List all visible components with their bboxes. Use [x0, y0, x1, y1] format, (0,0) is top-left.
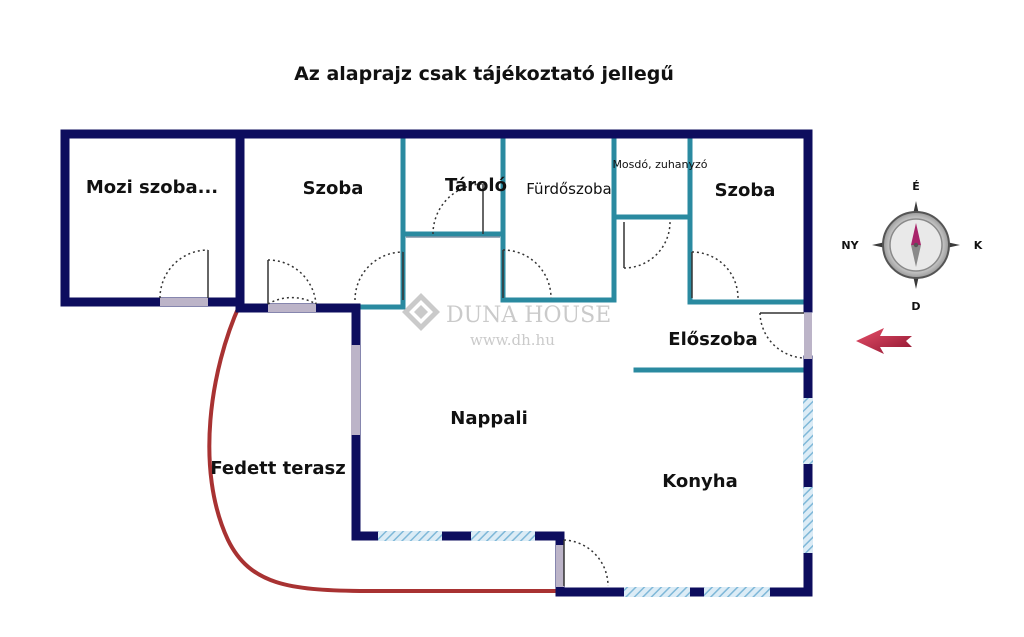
room-label-konyha: Konyha — [662, 471, 738, 492]
compass-north-label: É — [912, 180, 920, 193]
terrace-outline — [207, 302, 562, 593]
room-label-mosdo: Mosdó, zuhanyzó — [612, 158, 707, 171]
plan-title: Az alaprajz csak tájékoztató jellegű — [294, 63, 674, 85]
compass-east-label: K — [974, 239, 983, 252]
watermark-url: www.dh.hu — [470, 331, 555, 349]
compass-icon — [872, 201, 960, 289]
outer-walls — [60, 129, 813, 597]
room-label-szoba1: Szoba — [303, 178, 364, 199]
room-label-szoba2: Szoba — [715, 180, 776, 201]
door-openings — [160, 298, 812, 587]
room-label-terasz: Fedett terasz — [210, 458, 345, 479]
room-label-nappali: Nappali — [450, 408, 527, 429]
door-swings — [159, 183, 805, 587]
entrance-arrow-icon — [856, 328, 912, 354]
windows — [378, 398, 813, 597]
room-label-furdoszoba: Fürdőszoba — [526, 180, 612, 198]
compass-south-label: D — [911, 300, 920, 313]
watermark: DUNA HOUSE www.dh.hu — [402, 293, 611, 349]
room-label-mozi: Mozi szoba... — [86, 177, 218, 198]
duna-house-logo-icon — [402, 293, 440, 331]
room-label-eloszoba: Előszoba — [668, 329, 757, 350]
compass-west-label: NY — [841, 239, 859, 252]
watermark-brand: DUNA HOUSE — [446, 303, 611, 328]
room-label-tarolo: Tároló — [445, 175, 507, 196]
inner-walls — [353, 133, 807, 373]
